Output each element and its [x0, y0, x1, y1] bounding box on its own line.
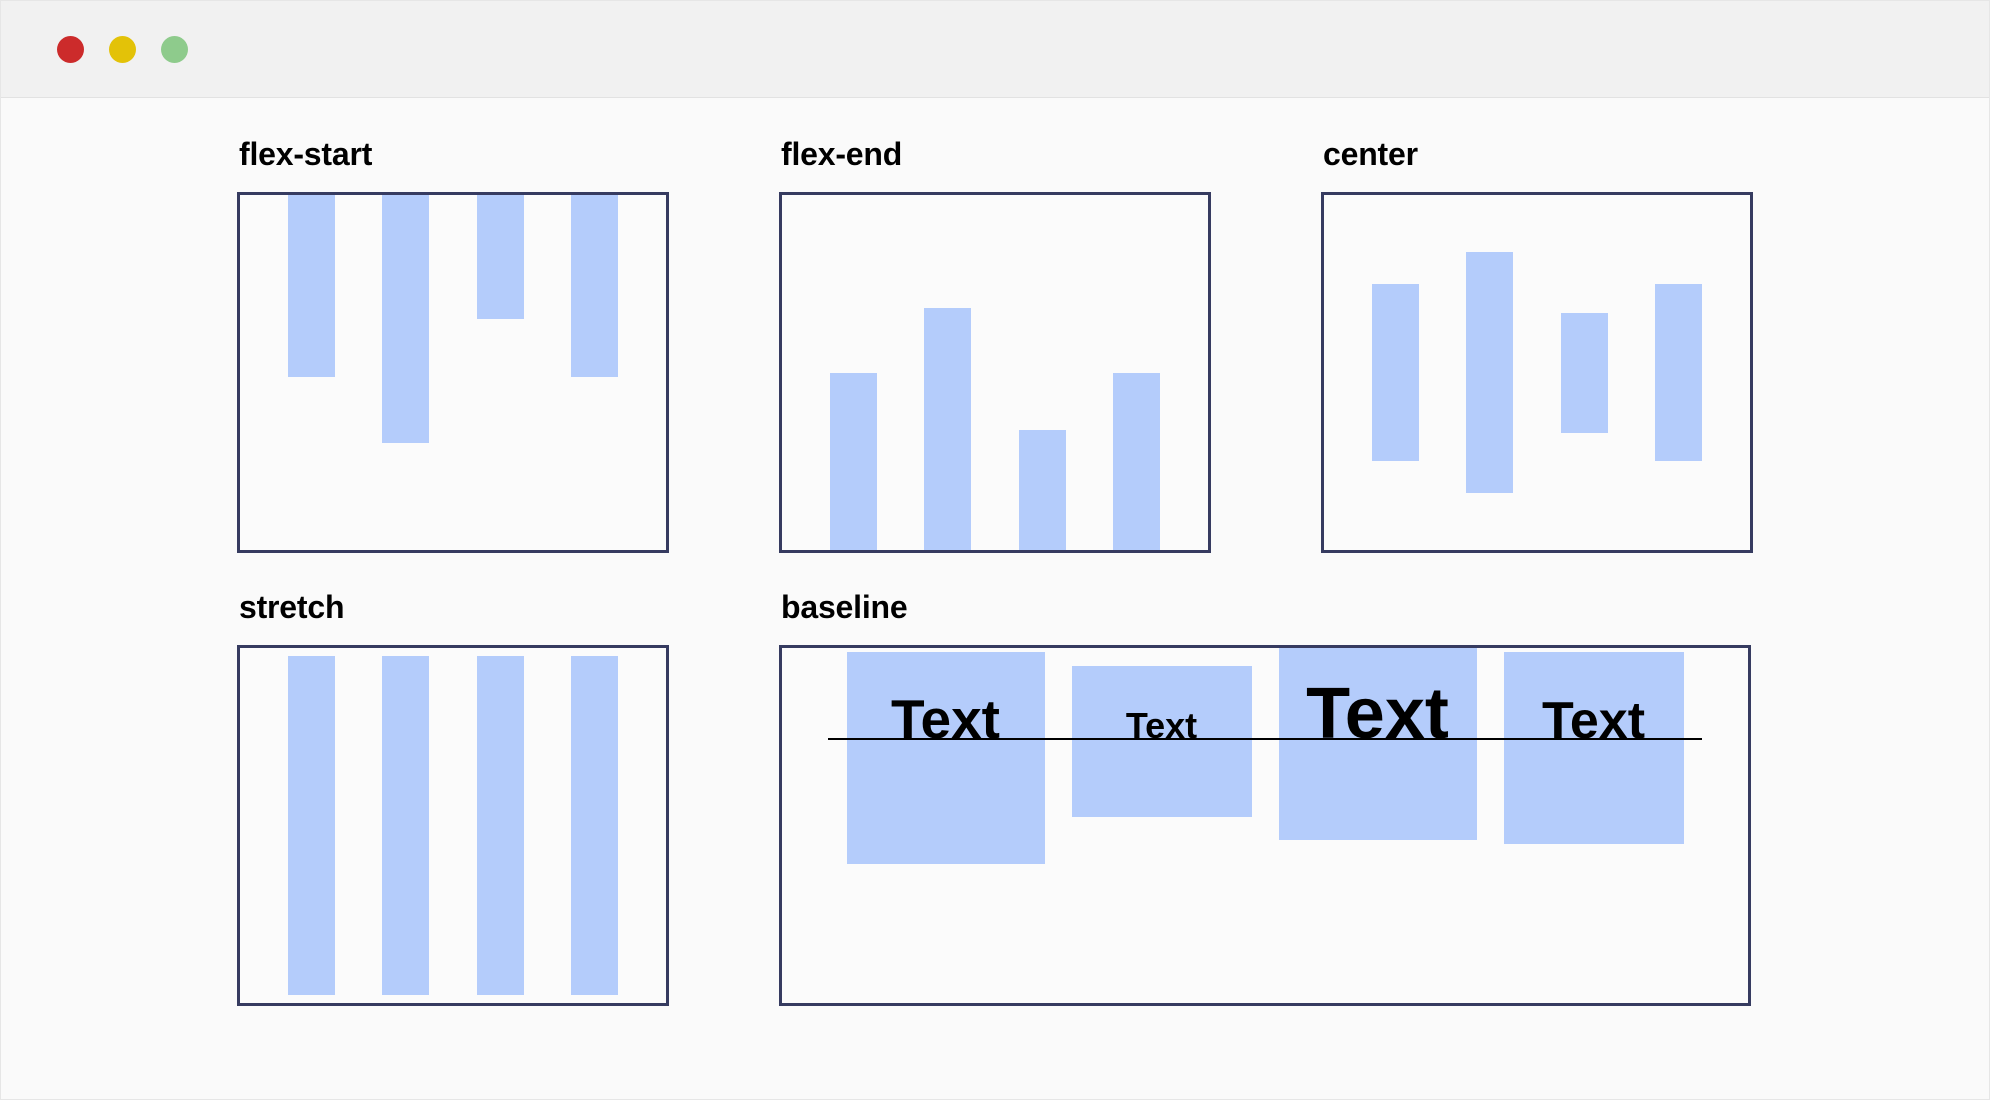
demo-baseline: baseline Text Text Text Text	[779, 591, 1751, 1006]
demo-label-flex-start: flex-start	[239, 136, 373, 172]
demo-flex-end: flex-end	[779, 138, 1211, 553]
baseline-item: Text	[1503, 652, 1684, 844]
bar	[571, 195, 619, 377]
window-controls	[57, 35, 188, 63]
bar	[1655, 284, 1703, 461]
baseline-item: Text	[846, 652, 1045, 864]
demo-flex-start: flex-start	[237, 138, 669, 553]
bar	[1466, 252, 1514, 493]
align-box-flex-start	[237, 192, 669, 553]
bar	[1018, 430, 1066, 550]
bar	[571, 656, 619, 995]
baseline-item: Text	[1071, 666, 1252, 817]
close-button[interactable]	[57, 35, 84, 63]
bar	[382, 656, 430, 995]
align-box-flex-end	[779, 192, 1211, 553]
bar	[287, 656, 335, 995]
maximize-button[interactable]	[161, 35, 188, 63]
bar	[476, 656, 524, 995]
bar	[829, 373, 877, 550]
bar	[287, 195, 335, 377]
align-box-stretch	[237, 645, 669, 1006]
demo-stretch: stretch	[237, 591, 669, 1006]
bar	[1371, 284, 1419, 461]
bar	[1113, 373, 1161, 550]
minimize-button[interactable]	[109, 35, 136, 63]
bar	[382, 195, 430, 443]
demo-label-flex-end: flex-end	[781, 136, 903, 172]
demo-label-center: center	[1323, 136, 1418, 172]
demo-grid: flex-start flex-end center	[1, 98, 1989, 1099]
bar	[1560, 312, 1608, 433]
demo-label-stretch: stretch	[239, 589, 345, 625]
baseline-item: Text	[1278, 648, 1477, 840]
window-titlebar	[1, 1, 1989, 98]
bar	[924, 308, 972, 550]
demo-center: center	[1321, 138, 1753, 553]
align-box-center	[1321, 192, 1753, 553]
demo-label-baseline: baseline	[781, 589, 908, 625]
align-box-baseline: Text Text Text Text	[779, 645, 1751, 1006]
bar	[476, 195, 524, 319]
